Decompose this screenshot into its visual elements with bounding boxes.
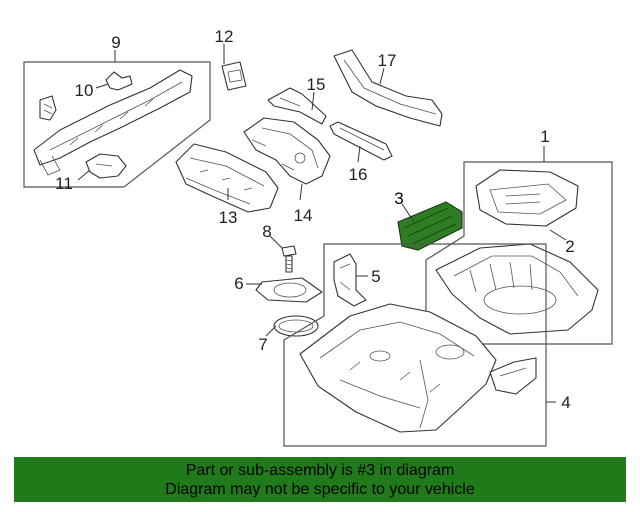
info-banner: Part or sub-assembly is #3 in diagram Di… (14, 457, 626, 502)
part-6-gasket[interactable] (255, 277, 323, 303)
part-1-floorpan[interactable] (435, 243, 599, 335)
callout-7: 7 (258, 335, 267, 354)
part-12-plate[interactable] (221, 61, 247, 91)
part-4-rear-floor[interactable] (299, 303, 497, 433)
part-15-brace[interactable] (267, 87, 327, 125)
callout-10: 10 (75, 81, 94, 100)
callout-15: 15 (307, 75, 326, 94)
part-16-bar[interactable] (329, 121, 393, 161)
callout-13: 13 (219, 208, 238, 227)
callout-4: 4 (561, 393, 570, 412)
callout-16: 16 (349, 165, 368, 184)
callout-9: 9 (111, 33, 120, 52)
part-9-rail[interactable] (33, 69, 193, 176)
callout-12: 12 (215, 27, 234, 46)
callout-11: 11 (55, 174, 73, 193)
part-8-bolt[interactable] (281, 245, 297, 273)
part-14-mount[interactable] (243, 117, 331, 185)
part-4-side-bracket (489, 357, 537, 395)
part-3-highlighted[interactable] (397, 201, 463, 251)
group-box-4 (283, 243, 547, 447)
callout-17: 17 (378, 51, 397, 70)
part-17-crossmember[interactable] (333, 49, 443, 127)
callout-2: 2 (565, 237, 574, 256)
exploded-parts-diagram: 1 2 3 4 5 6 7 8 9 10 11 12 13 14 15 16 1… (23, 27, 613, 447)
group-box-9 (23, 61, 211, 188)
part-11-bracket[interactable] (85, 153, 127, 179)
callout-14: 14 (294, 206, 313, 225)
part-10-bracket[interactable] (105, 71, 133, 91)
callout-3: 3 (394, 189, 403, 208)
part-5-bracket[interactable] (333, 253, 367, 307)
banner-line-2: Diagram may not be specific to your vehi… (165, 480, 475, 498)
callout-8: 8 (262, 222, 271, 241)
part-9-pad (39, 95, 57, 121)
part-7-ring[interactable] (273, 315, 319, 337)
callout-6: 6 (234, 274, 243, 293)
part-13-panel[interactable] (175, 143, 279, 213)
part-2-insert[interactable] (475, 169, 579, 227)
callout-5: 5 (371, 267, 380, 286)
callout-1: 1 (540, 127, 549, 146)
banner-line-1: Part or sub-assembly is #3 in diagram (185, 461, 455, 479)
